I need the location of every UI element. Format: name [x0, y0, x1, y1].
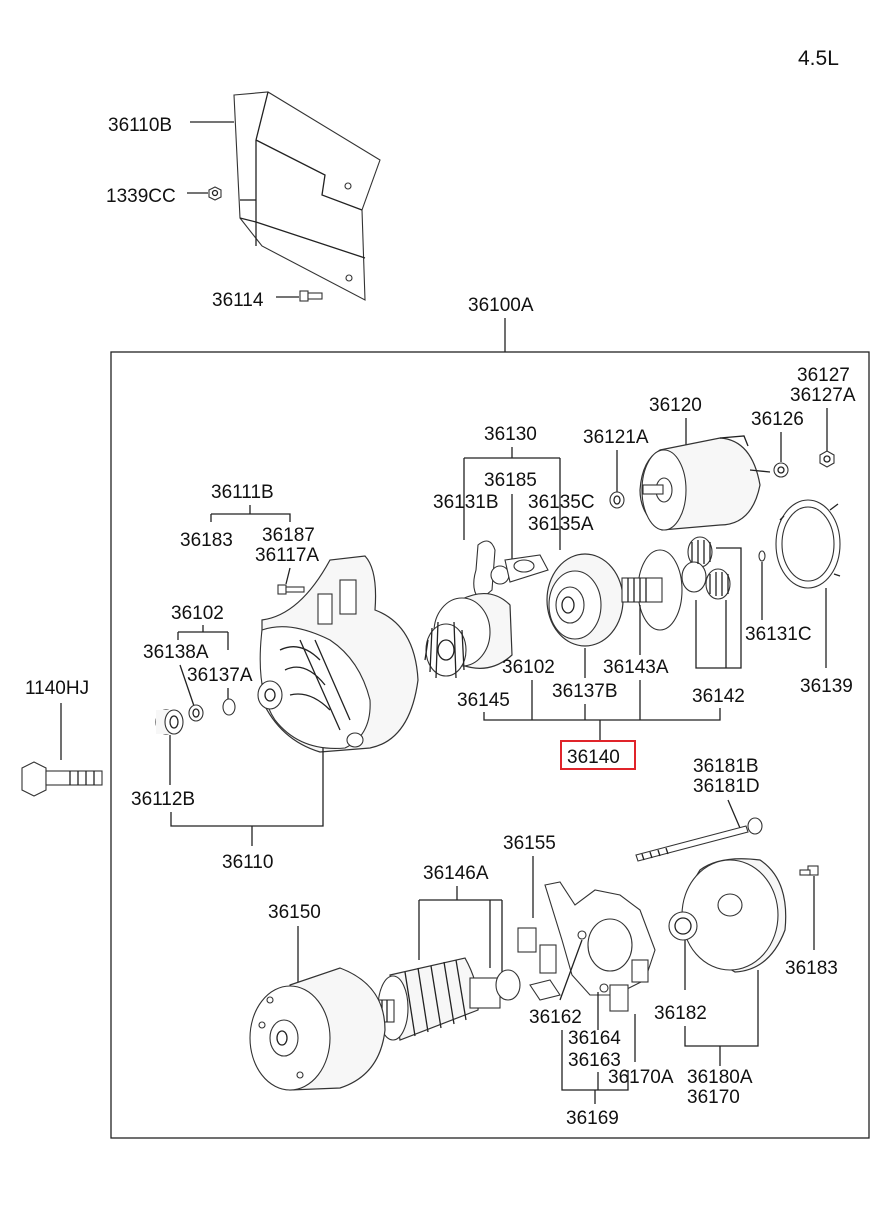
- front-housing-36110: [257, 555, 419, 753]
- nut-36127: [819, 450, 835, 468]
- label-36143A: 36143A: [603, 657, 669, 678]
- label-36140: 36140: [567, 747, 620, 768]
- label-36139: 36139: [800, 676, 853, 697]
- screw-36183: [799, 865, 819, 876]
- label-36135A: 36135A: [528, 514, 594, 535]
- yoke-36150: [249, 967, 386, 1091]
- heat-shield-bracket: [233, 91, 381, 301]
- nut-1339cc: [208, 186, 222, 201]
- label-36135C: 36135C: [528, 492, 595, 513]
- engine-label: 4.5L: [798, 47, 839, 70]
- label-1339CC: 1339CC: [106, 186, 176, 207]
- label-36137A: 36137A: [187, 665, 253, 686]
- internal-gear-housing: [546, 553, 624, 647]
- label-36150: 36150: [268, 902, 321, 923]
- through-bolt-36181B: [635, 817, 763, 862]
- label-36110: 36110: [222, 852, 273, 873]
- label-36120: 36120: [649, 395, 702, 416]
- label-36131B: 36131B: [433, 492, 499, 513]
- label-36102-b: 36102: [502, 657, 555, 678]
- label-36100A: 36100A: [468, 295, 534, 316]
- label-36112B: 36112B: [131, 789, 195, 810]
- label-36181D: 36181D: [693, 776, 760, 797]
- bushing-36112B: [155, 709, 184, 735]
- washer-36138A: [188, 704, 204, 722]
- label-36182: 36182: [654, 1003, 707, 1024]
- label-36164: 36164: [568, 1028, 621, 1049]
- label-36169: 36169: [566, 1108, 619, 1129]
- label-36170: 36170: [687, 1087, 740, 1108]
- label-36111B: 36111B: [211, 482, 274, 503]
- label-36114: 36114: [212, 290, 264, 311]
- label-36127A: 36127A: [790, 385, 856, 406]
- label-36131C: 36131C: [745, 624, 812, 645]
- label-36170A: 36170A: [608, 1067, 674, 1088]
- shift-lever: [473, 540, 549, 601]
- overrunning-clutch-36145: [424, 593, 513, 679]
- label-36142: 36142: [692, 686, 745, 707]
- label-36137B: 36137B: [552, 681, 618, 702]
- label-36110B: 36110B: [108, 115, 172, 136]
- label-36121A: 36121A: [583, 427, 649, 448]
- label-36102-a: 36102: [171, 603, 224, 624]
- label-36180A: 36180A: [687, 1067, 753, 1088]
- planet-gears-36142: [681, 536, 731, 600]
- label-1140HJ: 1140HJ: [25, 678, 89, 699]
- assembly-frame: [110, 351, 870, 1139]
- washer-36121A: [609, 491, 625, 509]
- planetary-shaft-36143A: [621, 549, 683, 631]
- screw-36117A: [277, 584, 305, 595]
- label-36187: 36187: [262, 525, 315, 546]
- bolt-1140HJ: [21, 761, 103, 797]
- washer-36126: [773, 462, 789, 478]
- highlight-box-36140: [560, 740, 636, 770]
- label-36162: 36162: [529, 1007, 582, 1028]
- label-36117A: 36117A: [255, 545, 319, 566]
- bearing-ring-36139: [775, 499, 841, 589]
- bolt-36114: [299, 290, 323, 302]
- label-36130: 36130: [484, 424, 537, 445]
- label-36183-a: 36183: [180, 530, 233, 551]
- label-36138A: 36138A: [143, 642, 209, 663]
- washer-36131C: [758, 550, 766, 562]
- label-36181B: 36181B: [693, 756, 759, 777]
- label-36146A: 36146A: [423, 863, 489, 884]
- label-36183-b: 36183: [785, 958, 838, 979]
- brush-holder-assembly: [517, 881, 656, 1012]
- label-36145: 36145: [457, 690, 510, 711]
- label-36163: 36163: [568, 1050, 621, 1071]
- label-36127: 36127: [797, 365, 850, 386]
- label-36155: 36155: [503, 833, 556, 854]
- label-36185: 36185: [484, 470, 537, 491]
- label-36126: 36126: [751, 409, 804, 430]
- solenoid-36120: [639, 435, 771, 531]
- rear-cover-36180A: [668, 858, 787, 973]
- armature-36146A: [377, 957, 521, 1041]
- o-ring-36137A: [222, 698, 236, 716]
